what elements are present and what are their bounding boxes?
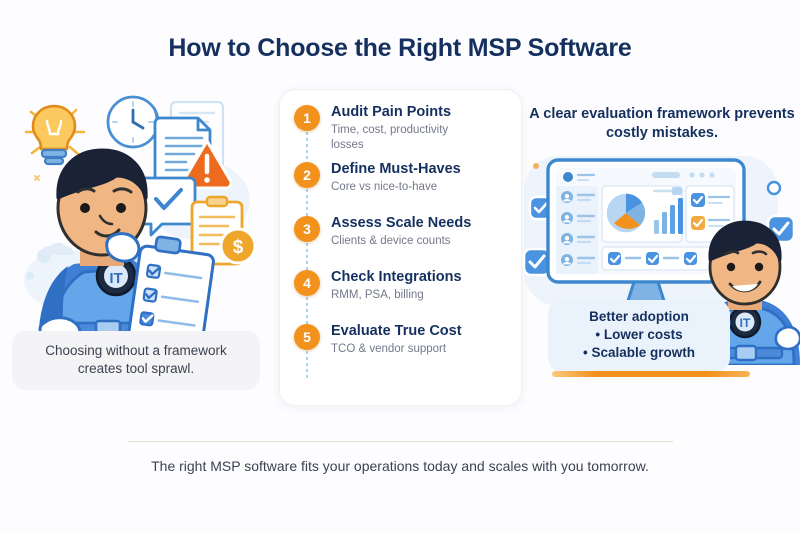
lightbulb-icon <box>24 104 86 166</box>
step-connector-dots <box>306 188 308 219</box>
step-number-badge: 2 <box>294 161 320 188</box>
invoice-dollar-icon: $ <box>190 195 257 266</box>
check-chip-icon <box>522 247 552 277</box>
step-title: Check Integrations <box>331 268 462 285</box>
step-title: Audit Pain Points <box>331 104 452 120</box>
step-item[interactable]: 2 Define Must-Haves Core vs nice-to-have <box>294 160 511 219</box>
clipboard-checklist-icon <box>127 235 215 348</box>
step-connector-dots <box>306 296 308 327</box>
step-number-badge: 3 <box>294 215 320 242</box>
step-subtitle: Time, cost, productivity losses <box>331 124 449 151</box>
clock-icon <box>106 95 160 149</box>
step-item[interactable]: 1 Audit Pain Points Time, cost, producti… <box>294 104 511 162</box>
footer-divider <box>128 441 673 442</box>
benefit-item: • Lower costs <box>595 326 683 342</box>
step-title: Assess Scale Needs <box>331 214 472 231</box>
svg-text:IT: IT <box>109 270 122 287</box>
left-illustration: $ IT <box>8 80 280 348</box>
footer-caption: The right MSP software fits your operati… <box>151 458 649 474</box>
step-number-badge: 1 <box>294 105 320 131</box>
step-title: Evaluate True Cost <box>331 322 462 339</box>
step-connector-dots <box>306 242 308 273</box>
step-number-badge: 4 <box>294 269 320 296</box>
step-connector-dots <box>306 350 308 381</box>
left-caption: Choosing without a framework creates too… <box>12 331 260 390</box>
steps-card: 1 Audit Pain Points Time, cost, producti… <box>279 89 522 406</box>
step-number-badge: 5 <box>294 323 320 350</box>
step-item[interactable]: 3 Assess Scale Needs Clients & device co… <box>294 214 511 273</box>
bar-chart-icon <box>654 198 683 234</box>
step-connector-dots <box>306 132 308 162</box>
pie-chart-icon <box>605 192 647 234</box>
benefit-item: Better adoption <box>589 309 689 324</box>
step-subtitle: Core vs nice-to-have <box>331 180 438 193</box>
step-subtitle: Clients & device counts <box>331 234 451 247</box>
steps-list: 1 Audit Pain Points Time, cost, producti… <box>294 104 511 381</box>
svg-text:IT: IT <box>740 316 751 330</box>
step-subtitle: TCO & vendor support <box>331 342 447 355</box>
svg-text:$: $ <box>233 237 244 258</box>
right-headline: A clear evaluation framework prevents co… <box>529 106 795 142</box>
step-item[interactable]: 4 Check Integrations RMM, PSA, billing <box>294 268 511 327</box>
step-subtitle: RMM, PSA, billing <box>331 288 424 301</box>
page-title: How to Choose the Right MSP Software <box>168 34 632 62</box>
benefits-box: Better adoption • Lower costs • Scalable… <box>548 300 730 372</box>
accent-bar <box>552 371 750 377</box>
step-title: Define Must-Haves <box>331 160 461 177</box>
benefit-item: • Scalable growth <box>582 344 695 360</box>
step-item[interactable]: 5 Evaluate True Cost TCO & vendor suppor… <box>294 322 511 381</box>
